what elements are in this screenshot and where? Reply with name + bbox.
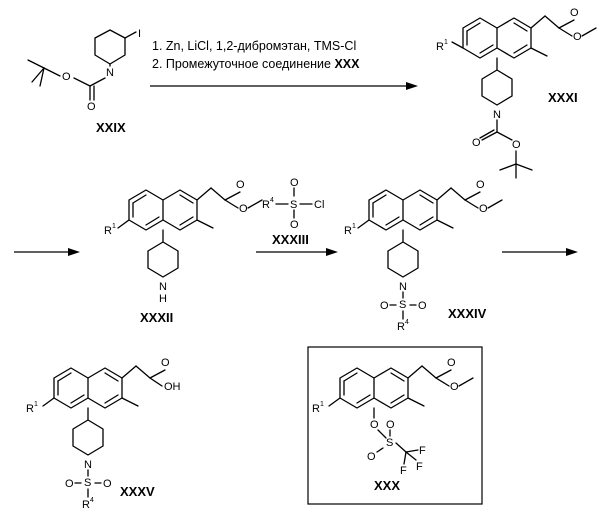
ester-o-label-2: O	[512, 139, 521, 151]
compound-id-xxxv: XXXV	[120, 484, 155, 499]
carbonyl-o-label: O	[476, 179, 485, 191]
reaction-arrow-4	[502, 248, 578, 256]
hydroxyl-label: OH	[164, 381, 181, 393]
n-atom-label: N	[159, 281, 167, 293]
compound-id-xxxi: XXXI	[548, 90, 578, 105]
r1-label: R	[344, 225, 352, 237]
n-atom-label: N	[493, 109, 501, 121]
carbonyl-o-label: O	[447, 357, 456, 369]
r1-superscript: 1	[444, 39, 448, 46]
n-atom-label: N	[399, 281, 407, 293]
r1-superscript: 1	[34, 401, 38, 408]
r1-superscript: 1	[320, 401, 324, 408]
r4-label: R	[82, 499, 90, 511]
sulfonyl-o-left: O	[380, 300, 389, 312]
ester-o-label: O	[479, 203, 488, 215]
sulfonyl-o-right: O	[103, 478, 112, 490]
ester-o-label: O	[62, 71, 71, 83]
sulfonyl-o-bottom: O	[290, 219, 299, 231]
n-atom-label: N	[84, 459, 92, 471]
sulfur-atom-label: S	[84, 477, 91, 489]
compound-id-xxxii: XXXII	[140, 310, 173, 325]
sulfur-atom-label: S	[290, 199, 297, 211]
compound-xxxiv: O O R 1 N S O O R 4 XXXIV	[344, 179, 503, 333]
r1-superscript: 1	[112, 223, 116, 230]
sulfonyl-o-top: O	[290, 177, 299, 189]
fluorine-label-3: F	[416, 461, 423, 473]
r1-label: R	[436, 41, 444, 53]
r1-label: R	[26, 403, 34, 415]
compound-id-xxx: XXX	[374, 478, 400, 493]
r4-label: R	[262, 199, 270, 211]
sulfur-atom-label: S	[386, 437, 393, 449]
sulfonyl-o-top: O	[386, 419, 395, 431]
compound-id-xxix: XXIX	[96, 120, 126, 135]
carbonyl-o-label: O	[570, 7, 579, 19]
r1-superscript: 1	[352, 223, 356, 230]
ester-o-label: O	[450, 381, 459, 393]
compound-id-xxxiv: XXXIV	[448, 306, 487, 321]
fluorine-label-1: F	[419, 445, 426, 457]
compound-xxx-box: O O R 1 O S O O F F F XXX	[307, 346, 483, 505]
condition-step2: 2. Промежуточное соединение XXX	[152, 57, 360, 71]
compound-xxix: I N O O XXIX	[27, 28, 141, 135]
carbonyl-o-label: O	[87, 101, 96, 113]
reagent-id-xxxiii: XXXIII	[272, 232, 309, 247]
fluorine-label-2: F	[400, 465, 407, 477]
sulfonyl-o-left: O	[65, 478, 74, 490]
r4-superscript: 4	[90, 497, 94, 504]
carbonyl-o-label: O	[161, 357, 170, 369]
condition-step1: 1. Zn, LiCl, 1,2-дибромэтан, TMS-Cl	[152, 39, 356, 53]
r4-superscript: 4	[270, 197, 274, 204]
compound-xxxii: O O R 1 N H XXXII	[104, 179, 263, 325]
ester-o-label: O	[239, 203, 248, 215]
reaction-arrow-1: 1. Zn, LiCl, 1,2-дибромэтан, TMS-Cl 2. П…	[150, 39, 418, 90]
carbonyl-o-label-2: O	[472, 137, 481, 149]
n-atom-label: N	[106, 67, 114, 79]
sulfur-atom-label: S	[399, 299, 406, 311]
iodo-atom-label: I	[138, 28, 141, 40]
carbonyl-o-label: O	[236, 179, 245, 191]
reaction-arrow-2	[14, 248, 80, 256]
r4-superscript: 4	[405, 319, 409, 326]
triflate-o-label: O	[370, 419, 379, 431]
nh-hydrogen-label: H	[159, 293, 167, 305]
reaction-arrow-3: R 4 S O O Cl XXXIII	[256, 177, 338, 256]
r1-label: R	[104, 225, 112, 237]
compound-xxxi: O O R 1 N O O XXXI	[436, 7, 597, 179]
r1-label: R	[312, 403, 320, 415]
chlorine-atom-label: Cl	[314, 199, 324, 211]
ester-o-label: O	[573, 31, 582, 43]
sulfonyl-o-right: O	[418, 300, 427, 312]
compound-xxxv: O OH R 1 N S O O R 4 XXXV	[26, 357, 181, 511]
r4-label: R	[397, 321, 405, 333]
sulfonyl-o-bottom: O	[367, 451, 376, 463]
